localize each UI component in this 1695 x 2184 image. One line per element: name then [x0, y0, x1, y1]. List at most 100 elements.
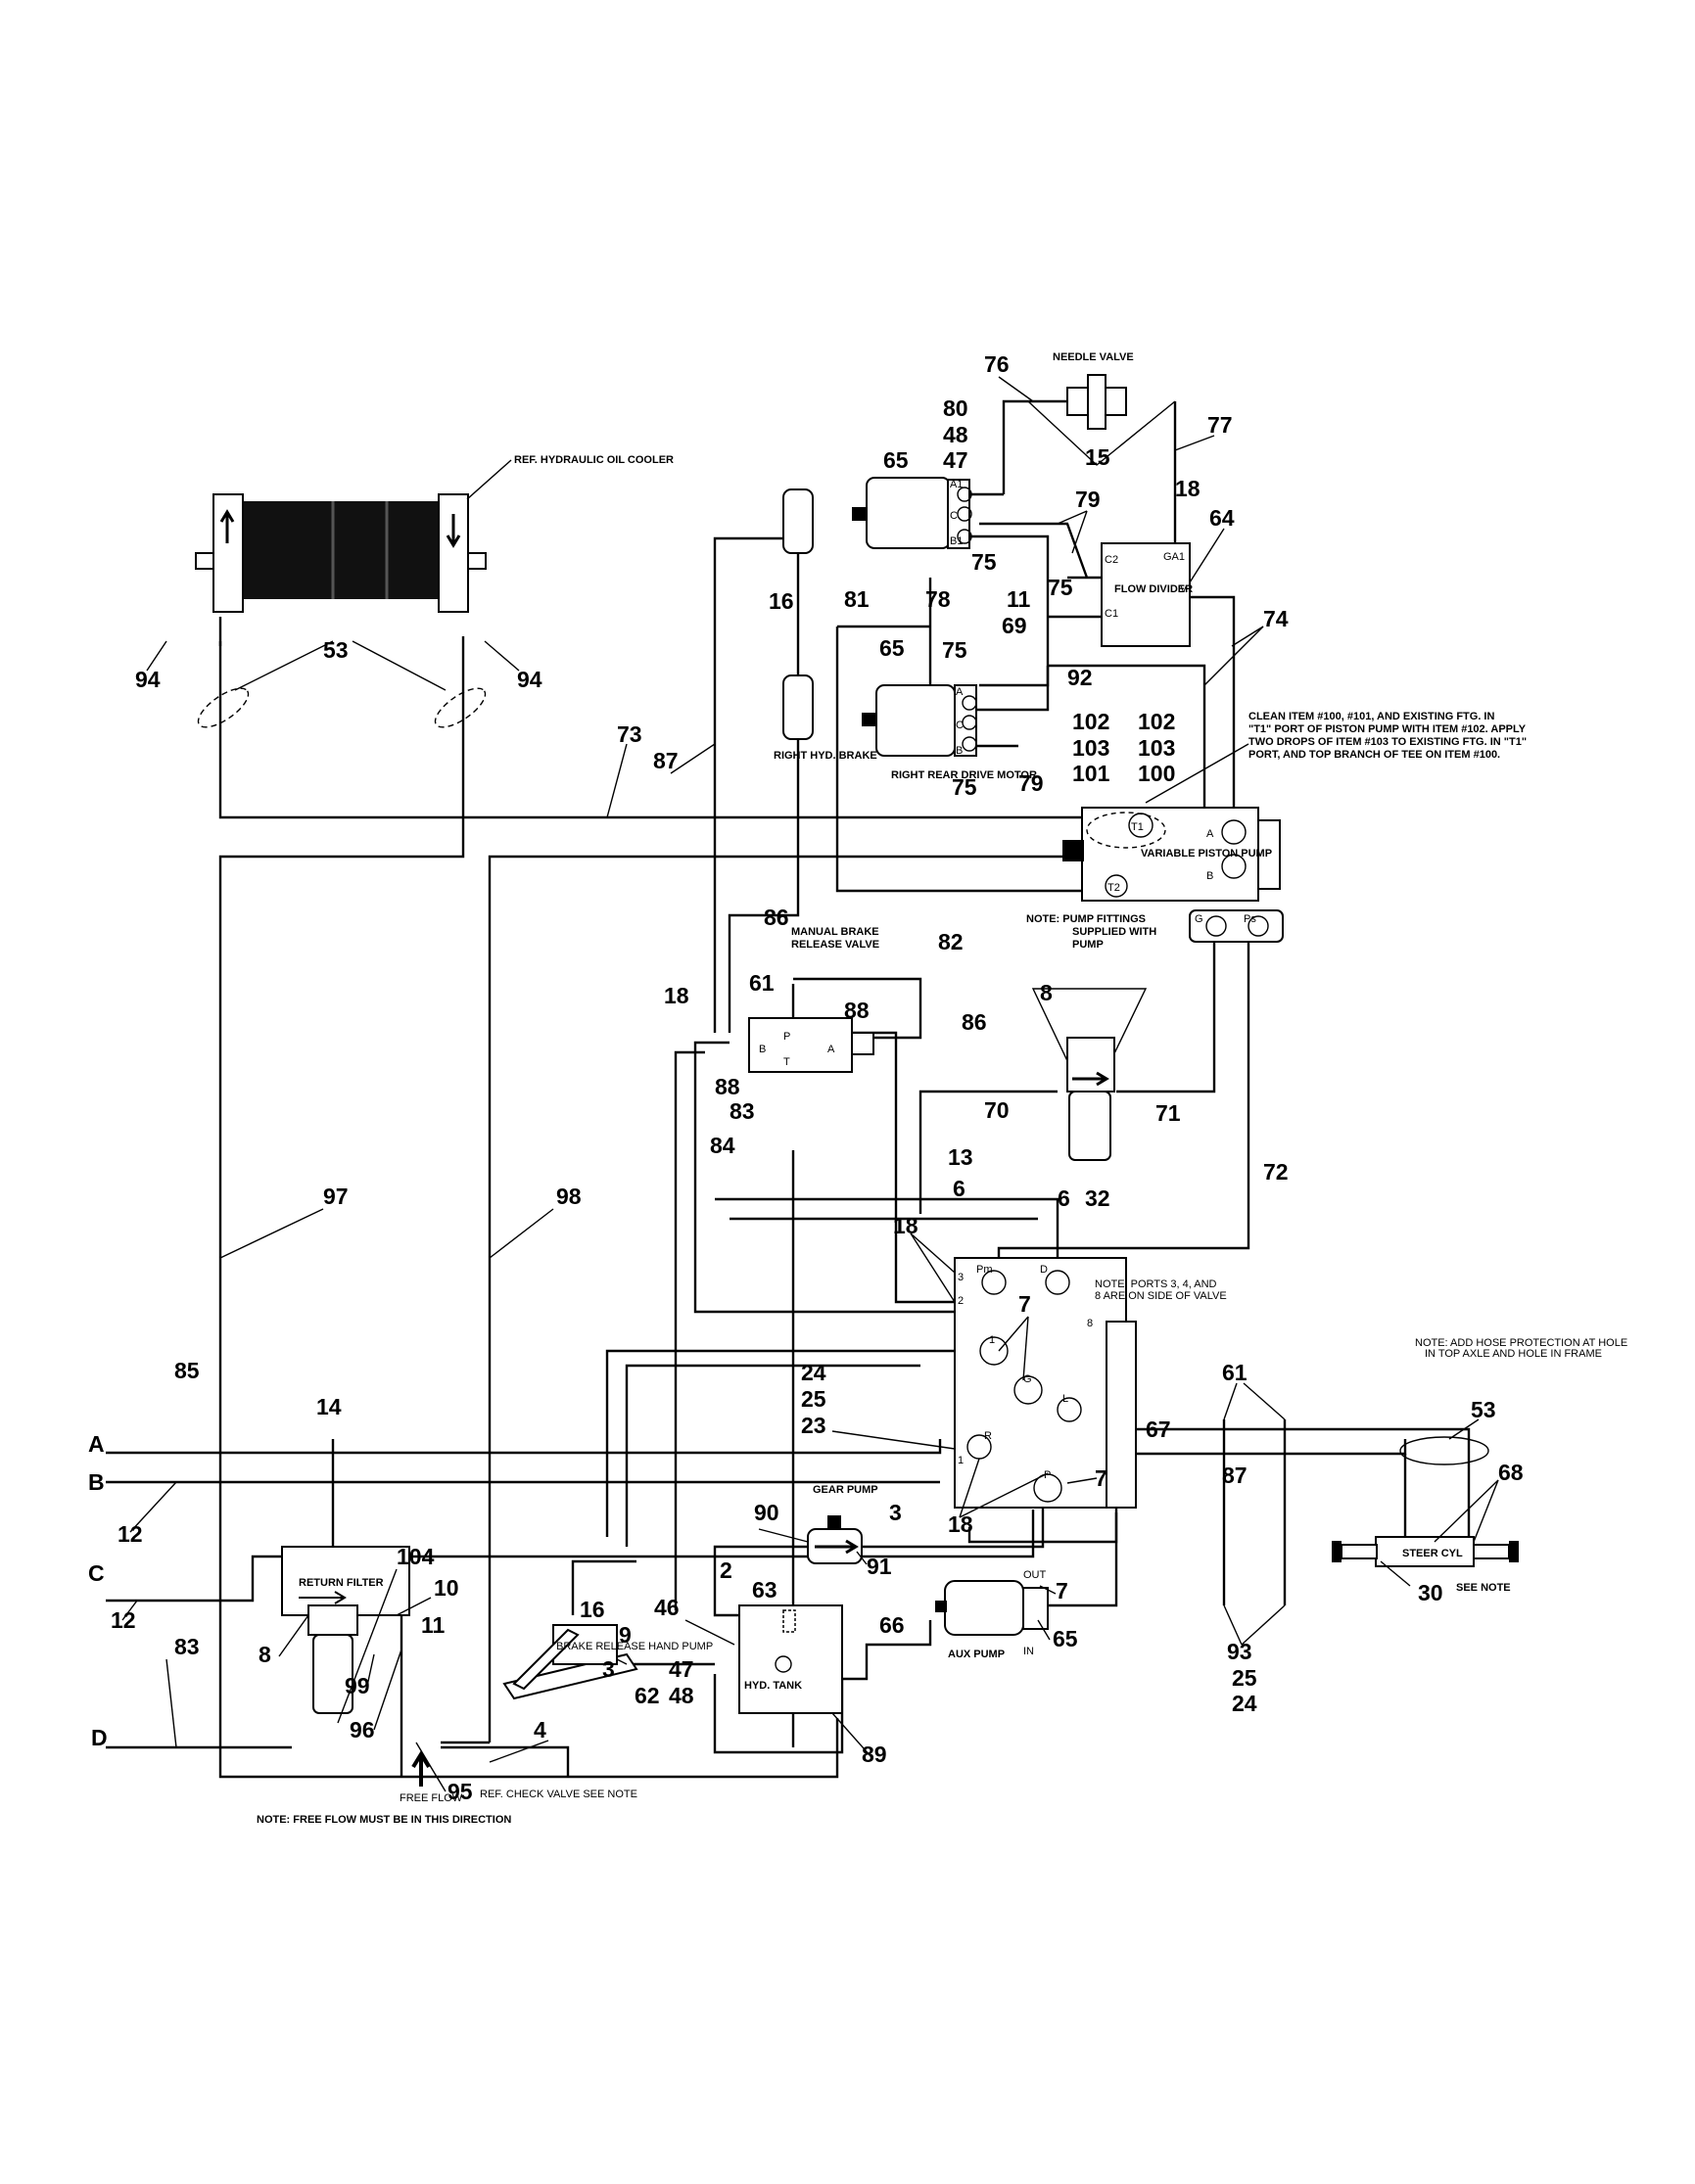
return-filter-label: RETURN FILTER [299, 1577, 384, 1589]
brake-label: RIGHT HYD. BRAKE [774, 750, 877, 762]
port-label: IN [1023, 1646, 1034, 1657]
callout: 87 [653, 748, 679, 773]
port-g [1205, 915, 1227, 937]
callout: 69 [1002, 613, 1027, 638]
aux-pump-shaft [935, 1601, 947, 1612]
callout: 63 [752, 1577, 777, 1603]
port-label: C2 [1105, 554, 1118, 566]
note-clean-2: "T1" PORT OF PISTON PUMP WITH ITEM #102.… [1248, 723, 1527, 735]
callout: 16 [769, 588, 794, 614]
charge-pump [1189, 909, 1284, 943]
leader [234, 640, 334, 691]
callout: 85 [174, 1358, 200, 1383]
port-label: G [1195, 913, 1203, 925]
callout: 11 [421, 1612, 446, 1638]
ring-53-steer [1399, 1436, 1489, 1465]
callout: 48 [669, 1683, 694, 1708]
leader [856, 1551, 868, 1565]
right-rear-drive-motor: A C B RIGHT REAR DRIVE MOTOR [862, 684, 1037, 781]
callout: 71 [1155, 1100, 1181, 1126]
note-hose-2: IN TOP AXLE AND HOLE IN FRAME [1425, 1348, 1602, 1360]
callout: 13 [948, 1144, 973, 1170]
note-free-flow: NOTE: FREE FLOW MUST BE IN THIS DIRECTIO… [257, 1814, 511, 1826]
leader [606, 743, 628, 818]
port-label: B [1206, 870, 1213, 882]
port-c-upper [957, 506, 972, 522]
brake-lower [782, 674, 814, 740]
note-pump-fittings-3: PUMP [1072, 939, 1104, 951]
steer-cyl-end-right [1509, 1541, 1519, 1562]
hose-motor-b-top [965, 534, 1050, 687]
arrow-down-icon [446, 514, 461, 548]
leader-lines [121, 376, 1499, 1792]
note-clean-4: PORT, AND TOP BRANCH OF TEE ON ITEM #100… [1248, 749, 1500, 761]
cooler-leader [466, 459, 512, 500]
leader [484, 640, 520, 672]
callout: 15 [1085, 444, 1110, 470]
port-label: 2 [958, 1295, 964, 1307]
hose-75-lower [965, 666, 1050, 712]
callout: 18 [1175, 476, 1201, 501]
hose-tank-return [713, 1674, 844, 1754]
leader [352, 640, 447, 691]
callout: 14 [316, 1394, 342, 1419]
brake-valve-label-2: RELEASE VALVE [791, 939, 879, 951]
motor-shaft-lower [862, 713, 877, 726]
hose-18-valve [674, 1050, 705, 1610]
flow-arrow-icon [1072, 1071, 1109, 1087]
callout: 68 [1498, 1460, 1524, 1485]
port-label: OUT [1023, 1569, 1047, 1581]
callout: 81 [844, 586, 870, 612]
hose-67 [1116, 1427, 1471, 1459]
aux-pump-cap [1022, 1587, 1049, 1630]
needle-valve-label: NEEDLE VALVE [1053, 351, 1134, 363]
check-valve-label: REF. CHECK VALVE SEE NOTE [480, 1789, 637, 1800]
callout: 47 [943, 447, 968, 473]
callout: 83 [174, 1634, 200, 1659]
charge-filter [1031, 988, 1148, 1161]
note-clean-1: CLEAN ITEM #100, #101, AND EXISTING FTG.… [1248, 711, 1494, 722]
callout: 91 [867, 1554, 892, 1579]
cooler-bracket-right [467, 552, 487, 570]
hand-pump-handle [512, 1628, 580, 1691]
hose-71 [1116, 940, 1216, 1093]
callout: 48 [943, 422, 968, 447]
hose-76 [1002, 399, 1067, 494]
leader [1189, 528, 1225, 583]
port-label: A1 [950, 479, 963, 490]
callout: 23 [801, 1413, 826, 1438]
return-filter-head [307, 1604, 358, 1636]
gear-pump-label: GEAR PUMP [813, 1484, 878, 1496]
leader [959, 1458, 980, 1518]
needle-valve: NEEDLE VALVE [1027, 351, 1176, 466]
callout: 97 [323, 1184, 349, 1209]
port-label: 8 [1087, 1318, 1093, 1329]
callout: 6 [953, 1176, 965, 1201]
return-filter: RETURN FILTER [281, 1546, 410, 1714]
port-label: 1 [989, 1334, 995, 1346]
line-letter-b: B [88, 1469, 105, 1495]
brake-upper [782, 488, 814, 554]
callout: 65 [883, 447, 909, 473]
callout: 96 [350, 1717, 375, 1743]
flow-divider-body [1101, 542, 1191, 647]
callout: 94 [517, 667, 542, 692]
hose-92 [1048, 664, 1206, 817]
steer-cyl-rod-left [1341, 1544, 1378, 1559]
port-label: A [956, 686, 964, 698]
brake-valve-body [748, 1017, 853, 1073]
aux-pump: AUX PUMP IN OUT [935, 1569, 1049, 1660]
leader [910, 1232, 956, 1274]
needle-valve-outline [1027, 400, 1176, 466]
port-label: C1 [1105, 608, 1118, 620]
leader [1434, 1479, 1499, 1543]
steer-see-note: SEE NOTE [1456, 1582, 1511, 1594]
callout: 25 [1232, 1665, 1257, 1691]
callout: 3 [889, 1500, 902, 1525]
port-label: B [956, 745, 963, 757]
port-d [1045, 1270, 1070, 1295]
leader [1037, 1619, 1051, 1641]
leader [1174, 435, 1215, 451]
leader [831, 1430, 956, 1450]
leader [910, 1232, 956, 1303]
